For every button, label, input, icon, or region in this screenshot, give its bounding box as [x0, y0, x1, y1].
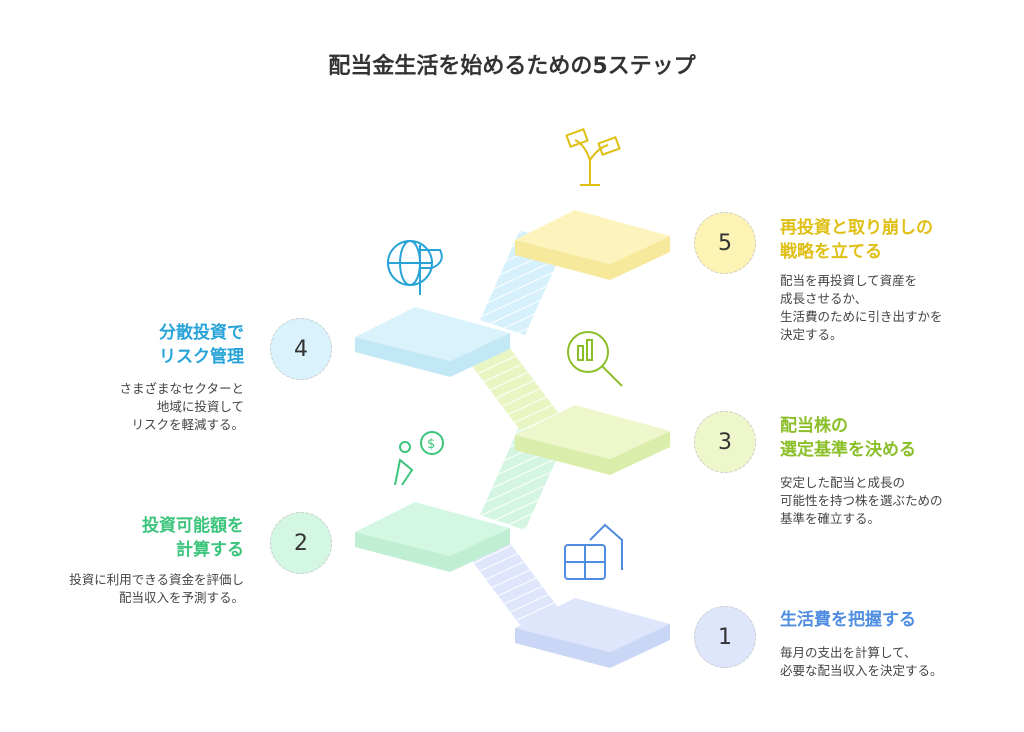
- step-3-desc: 安定した配当と成長の可能性を持つ株を選ぶための基準を確立する。: [780, 475, 943, 526]
- platform-5: [515, 210, 670, 280]
- step-5-desc: 配当を再投資して資産を成長させるか、生活費のために引き出すかを決定する。: [780, 273, 943, 342]
- step-4-title: 分散投資でリスク管理: [159, 323, 244, 367]
- step-1-number: 1: [694, 606, 756, 668]
- step-2-desc: 投資に利用できる資金を評価し配当収入を予測する。: [69, 572, 244, 605]
- calculator-house-icon: [564, 523, 623, 580]
- platform-1: [515, 598, 670, 668]
- step-5-title: 再投資と取り崩しの戦略を立てる: [780, 218, 933, 262]
- step-1-desc: 毎月の支出を計算して、必要な配当収入を決定する。: [780, 645, 943, 678]
- platform-2: [355, 502, 510, 572]
- page-title: 配当金生活を始めるための5ステップ: [328, 54, 696, 79]
- magnifier-chart-icon: [567, 331, 623, 387]
- step-1-title: 生活費を把握する: [780, 610, 916, 630]
- step-2-number: 2: [270, 512, 332, 574]
- person-dollar-icon: $: [394, 431, 444, 486]
- step-3-number: 3: [694, 411, 756, 473]
- platform-3: [515, 405, 670, 475]
- platform-4: [355, 307, 510, 377]
- step-2-title: 投資可能額を計算する: [142, 516, 244, 560]
- money-plant-icon: [565, 128, 621, 186]
- step-4-desc: さまざまなセクターと地域に投資してリスクを軽減する。: [119, 381, 244, 432]
- step-4-number: 4: [270, 318, 332, 380]
- svg-text:$: $: [427, 437, 435, 452]
- globe-icon: [387, 240, 443, 295]
- step-5-number: 5: [694, 212, 756, 274]
- step-3-title: 配当株の選定基準を決める: [780, 416, 916, 460]
